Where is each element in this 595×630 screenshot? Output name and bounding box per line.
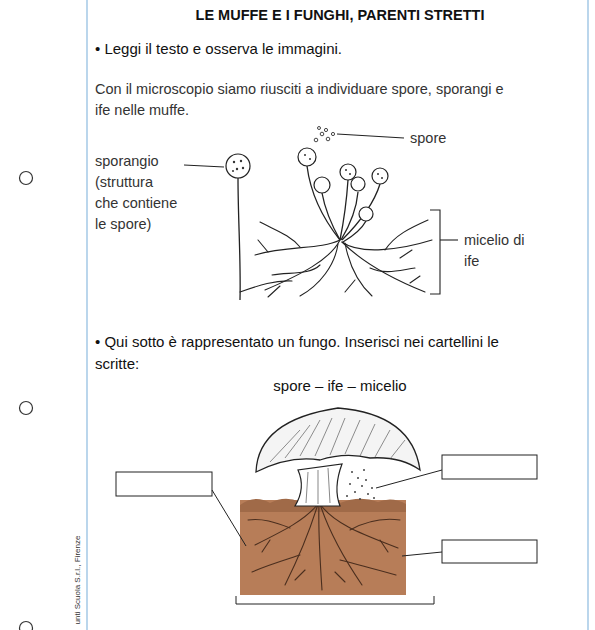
stem-lines	[306, 468, 330, 504]
gills	[270, 418, 405, 462]
cap	[256, 408, 420, 472]
ring-hole	[20, 622, 33, 630]
sporangium	[226, 148, 388, 221]
instruction: • Leggi il testo e osserva le immagini.	[95, 39, 565, 58]
ring-hole	[20, 172, 33, 185]
margin-line	[86, 0, 87, 630]
part-label: sporangio (struttura che contiene le spo…	[95, 151, 179, 235]
margin-line	[587, 0, 588, 630]
copyright-note: unti Scuola S.r.l., Firenze	[73, 530, 83, 630]
soil	[240, 500, 406, 595]
part-label: micelio di ife	[464, 230, 526, 272]
worksheet-title: LE MUFFE E I FUNGHI, PARENTI STRETTI	[100, 6, 580, 25]
answer-tag	[116, 455, 537, 563]
bracket	[236, 596, 434, 604]
fungus-spores	[346, 469, 375, 500]
instruction: • Qui sotto è rappresentato un fungo. In…	[95, 331, 525, 375]
mold-spores	[314, 127, 334, 142]
mold-stalks	[238, 166, 380, 300]
part-label: spore	[410, 129, 446, 148]
leader-line	[184, 165, 224, 167]
stem	[295, 464, 342, 506]
ring-hole	[20, 402, 33, 415]
bracket	[430, 210, 440, 294]
sporangium-dots	[232, 154, 383, 179]
leader-line	[212, 470, 442, 556]
fungus-hyphae	[248, 504, 400, 590]
paragraph: Con il microscopio siamo riusciti a indi…	[95, 79, 505, 121]
word-list: spore – ife – micelio	[180, 376, 500, 395]
leader-line	[440, 239, 458, 240]
leader-line	[337, 134, 404, 138]
